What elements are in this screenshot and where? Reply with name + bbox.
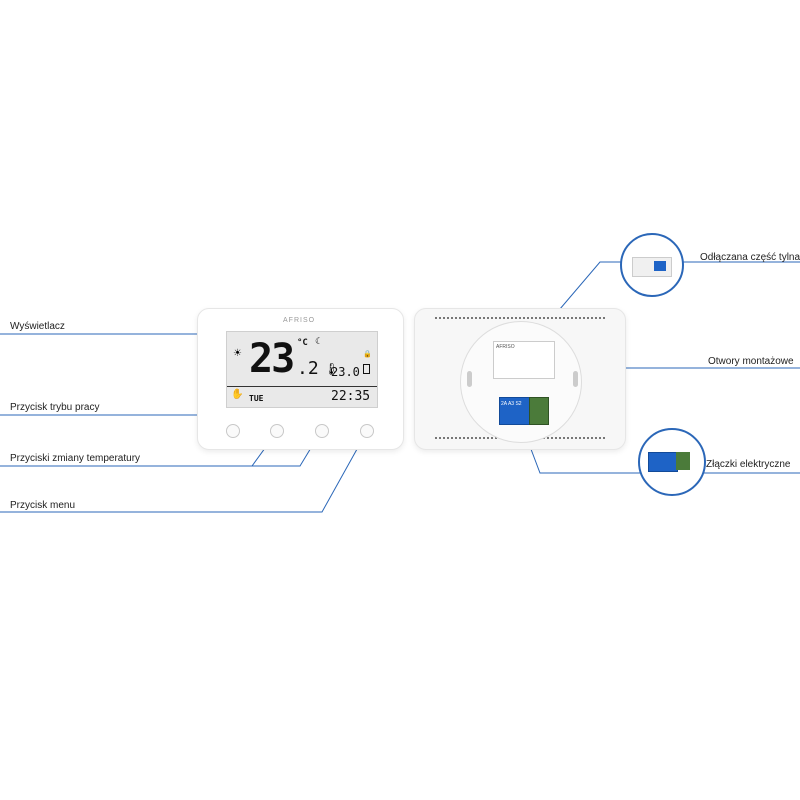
mode-button[interactable] <box>226 424 240 438</box>
thermometer-icon: 🌡 <box>324 362 340 376</box>
label-menu-button: Przycisk menu <box>10 500 76 511</box>
hand-icon: ✋ <box>231 389 244 400</box>
lcd-display: ☀ 23 .2 °C ☾ 🌡 23.0 🔒 ✋ TUE 22:35 <box>226 331 378 408</box>
zoom-detachable-back <box>620 233 684 297</box>
zoom-connectors <box>638 428 706 496</box>
mounting-hole-left <box>467 371 472 387</box>
label-connectors: Złączki elektryczne <box>706 459 791 470</box>
menu-button[interactable] <box>360 424 374 438</box>
zoom-back-panel <box>632 257 672 277</box>
label-display: Wyświetlacz <box>10 321 65 332</box>
current-temperature: 23 <box>249 336 295 382</box>
label-temp-buttons: Przyciski zmiany temperatury <box>10 453 141 464</box>
label-detachable-back: Odłączana część tylna <box>700 252 800 263</box>
brand-logo: AFRISO <box>283 317 316 324</box>
vent-top <box>435 317 605 323</box>
thermostat-back: AFRISO 2A A3 S2 <box>414 308 626 450</box>
terminal-block: 2A A3 S2 <box>499 397 531 425</box>
label-mode-button: Przycisk trybu pracy <box>10 402 100 413</box>
line-mode-button <box>0 414 231 429</box>
thermostat-front: AFRISO ☀ 23 .2 °C ☾ 🌡 23.0 🔒 ✋ TUE 22:35 <box>197 308 404 450</box>
set-temperature: 23.0 <box>331 365 360 379</box>
zoom-terminal-block <box>648 452 678 472</box>
lock-icon: 🔒 <box>363 351 372 358</box>
circuit-board <box>529 397 549 425</box>
zoom-back-terminal <box>654 261 666 271</box>
battery-icon <box>363 364 370 374</box>
rating-label: AFRISO <box>493 341 555 379</box>
moon-icon: ☾ <box>315 336 324 346</box>
sun-icon: ☀ <box>233 348 242 359</box>
temp-down-button[interactable] <box>270 424 284 438</box>
rating-brand: AFRISO <box>496 344 515 350</box>
day-of-week: TUE <box>249 394 264 403</box>
terminal-labels: 2A A3 S2 <box>501 401 522 407</box>
unit: °C <box>297 338 308 348</box>
label-mounting-holes: Otwory montażowe <box>708 356 794 367</box>
mounting-hole-right <box>573 371 578 387</box>
zoom-circuit-board <box>676 452 690 470</box>
temp-up-button[interactable] <box>315 424 329 438</box>
line-menu-button <box>0 432 367 513</box>
temperature-decimal: .2 <box>297 358 319 379</box>
clock-time: 22:35 <box>331 389 371 404</box>
lcd-divider <box>227 386 377 387</box>
